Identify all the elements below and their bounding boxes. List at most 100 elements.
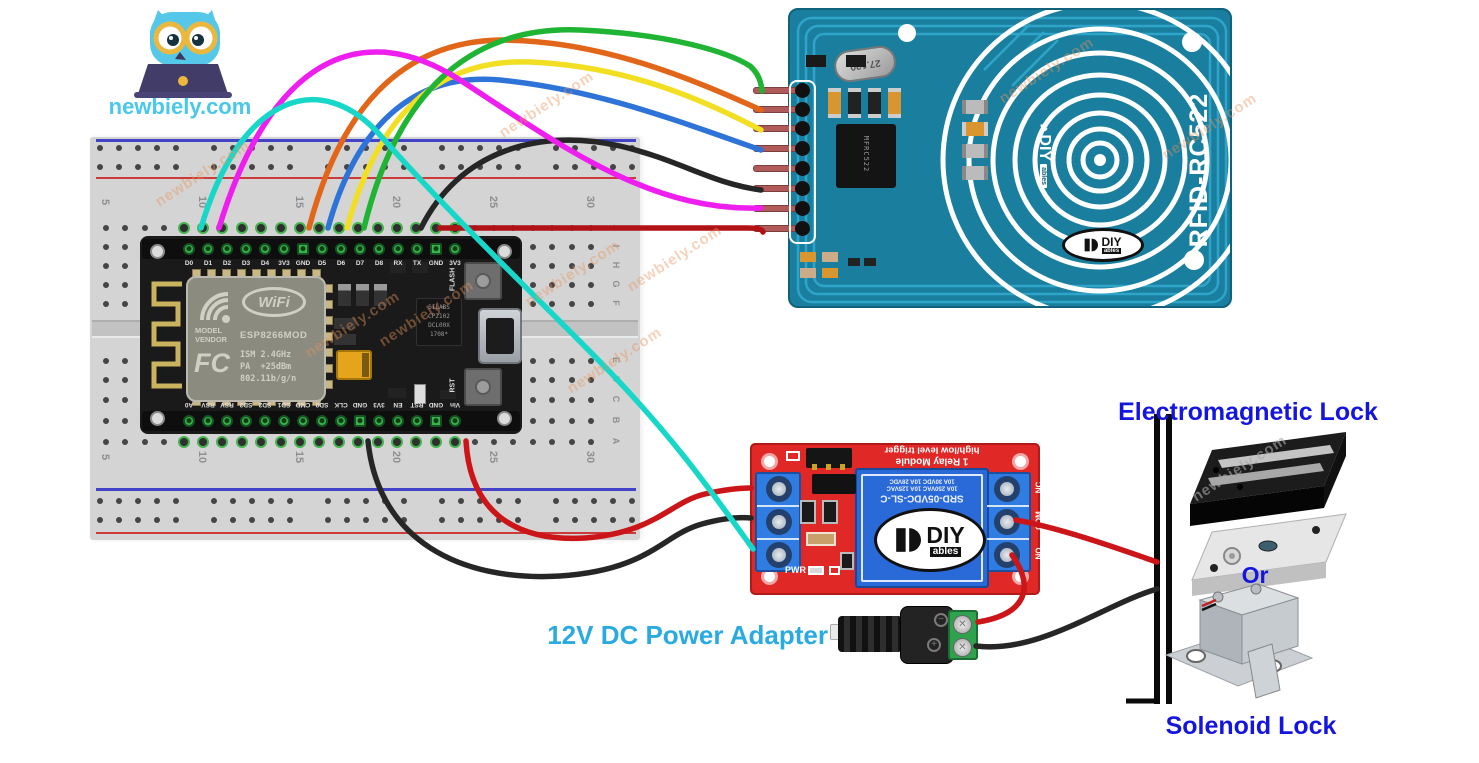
ables-badge: ables	[1040, 164, 1048, 188]
terminal-screw-head	[772, 548, 786, 562]
breadboard-hole	[553, 517, 559, 523]
power-adapter-heading: 12V DC Power Adapter	[547, 620, 828, 650]
breadboard-hole	[568, 301, 575, 307]
smd-component	[388, 388, 406, 398]
breadboard-hole	[591, 498, 597, 504]
rfid-pin-head	[795, 83, 810, 98]
smd-component	[840, 552, 854, 570]
owl-logo-icon	[134, 10, 232, 98]
breadboard-hole	[458, 145, 464, 151]
nodemcu-pin-label: 3V3	[373, 401, 385, 408]
rfid-pin-head	[795, 102, 810, 117]
nodemcu-pin-label: D5	[317, 260, 327, 267]
breadboard-hole	[211, 145, 217, 151]
nodemcu-pin-label: RX	[393, 260, 403, 267]
smd-component	[800, 500, 816, 524]
nodemcu-pin	[183, 243, 195, 255]
breadboard-hole	[382, 517, 388, 523]
breadboard-hole	[103, 263, 109, 269]
breadboard-hole	[515, 145, 521, 151]
pwr-label: PWR	[785, 565, 806, 575]
diy-text: DIY	[1101, 235, 1122, 249]
breadboard-hole	[122, 301, 129, 307]
breadboard-rail-line-red-top	[96, 177, 636, 179]
breadboard-hole	[572, 498, 578, 504]
watermark: newbiely.com	[1189, 431, 1291, 506]
breadboard-hole	[477, 145, 483, 151]
nodemcu-pin	[259, 243, 271, 255]
smd-component	[828, 88, 841, 118]
rst-label: RST	[449, 378, 457, 393]
breadboard-hole	[122, 244, 129, 250]
breadboard-hole-connected	[332, 436, 345, 448]
terminal-screw-head	[772, 482, 786, 496]
esp-vendor-label: VENDOR	[195, 335, 228, 344]
breadboard-hole	[496, 164, 502, 170]
breadboard-hole	[122, 397, 129, 403]
breadboard-hole	[629, 517, 635, 523]
breadboard-hole	[401, 498, 407, 504]
breadboard-hole	[588, 377, 594, 383]
smd-component	[848, 88, 861, 118]
watermark: newbiely.com	[496, 67, 598, 142]
breadboard-hole	[173, 145, 179, 151]
optocoupler-ic	[812, 474, 856, 494]
relay-terminal-label: DC-	[739, 513, 749, 528]
breadboard-hole	[477, 517, 483, 523]
terminal-separator	[757, 538, 799, 540]
rfid-pin-head	[795, 121, 810, 136]
nodemcu-pin-label: D0	[184, 260, 194, 267]
breadboard-hole	[572, 145, 578, 151]
smd-component	[356, 284, 369, 306]
breadboard-hole	[588, 418, 594, 424]
breadboard-hole	[122, 225, 129, 231]
jumper-block	[806, 448, 852, 468]
breadboard-hole	[610, 164, 616, 170]
breadboard-hole-connected	[391, 222, 403, 234]
breadboard-hole	[141, 225, 148, 231]
esp-pad	[325, 348, 333, 357]
breadboard-hole	[344, 498, 350, 504]
board-hole	[1184, 250, 1204, 270]
breadboard-hole	[588, 244, 594, 250]
breadboard-column-number: 10	[196, 450, 208, 464]
relay-title: 1 Relay Module	[895, 455, 969, 467]
breadboard-hole	[211, 498, 217, 504]
nodemcu-pin-label: GND	[295, 260, 311, 267]
board-hole	[1182, 32, 1202, 52]
breadboard-hole	[629, 498, 635, 504]
breadboard-hole	[382, 164, 388, 170]
breadboard-hole	[268, 145, 274, 151]
breadboard-hole	[588, 282, 594, 288]
breadboard-hole	[287, 498, 293, 504]
breadboard-hole	[122, 282, 129, 288]
breadboard-hole	[401, 517, 407, 523]
breadboard-hole	[363, 517, 369, 523]
breadboard-hole	[230, 517, 236, 523]
nodemcu-pin	[297, 415, 309, 427]
smd-component	[374, 284, 387, 306]
breadboard-hole	[491, 439, 497, 445]
solenoid-lock-heading: Solenoid Lock	[1165, 712, 1337, 740]
breadboard-hole	[382, 145, 388, 151]
breadboard-hole-connected	[177, 436, 190, 448]
breadboard-hole	[230, 164, 236, 170]
breadboard-row-letter: H	[611, 261, 621, 269]
breadboard-hole	[173, 498, 179, 504]
breadboard-hole	[471, 225, 478, 231]
breadboard-hole	[591, 517, 597, 523]
esp-pad	[325, 380, 333, 389]
nodemcu-pin	[259, 415, 271, 427]
smd-component	[962, 100, 988, 114]
rst-button-cap	[475, 379, 491, 395]
breadboard-hole	[103, 282, 109, 288]
nodemcu-pin	[316, 415, 328, 427]
diy-text: DIY	[1036, 134, 1053, 162]
breadboard-hole	[529, 439, 536, 445]
nodemcu-pin	[449, 243, 461, 255]
breadboard-hole	[572, 517, 578, 523]
lock-wire-line	[1166, 414, 1172, 704]
nodemcu-pin-label: EN	[393, 401, 403, 408]
breadboard-hole	[325, 498, 331, 504]
breadboard-hole-connected	[429, 436, 442, 448]
